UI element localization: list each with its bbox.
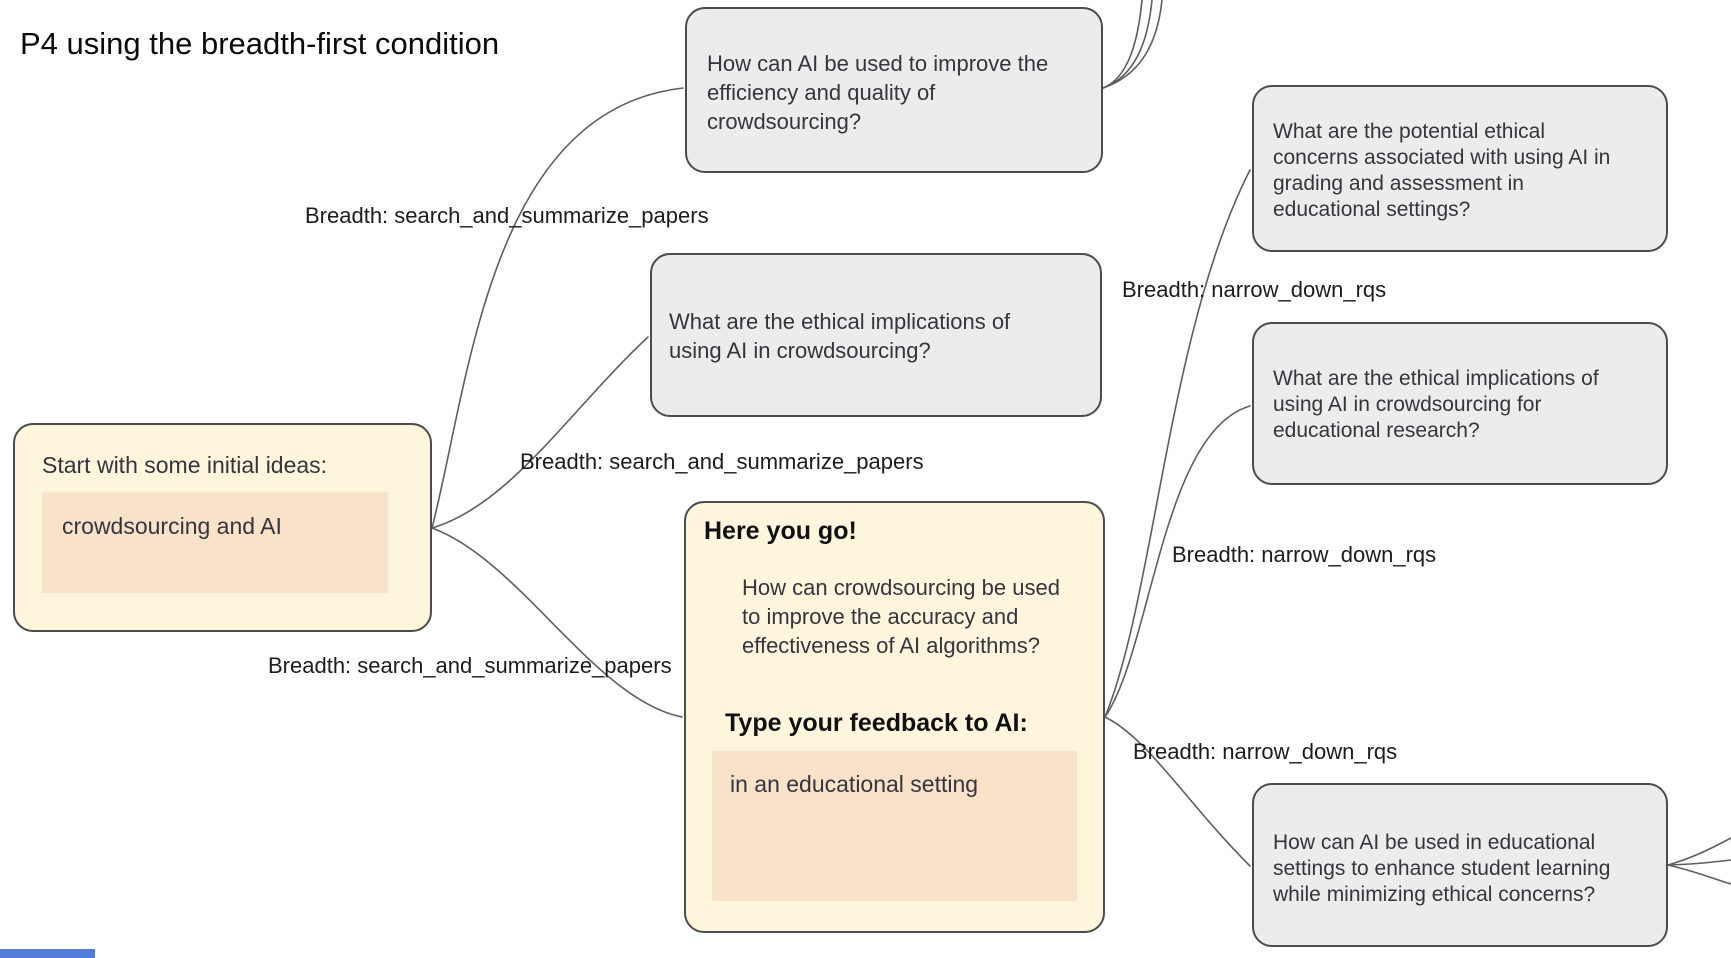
edge-rq-student-learning-offscreen-3: [1667, 864, 1731, 885]
question-node-student-learning[interactable]: How can AI be used in educational settin…: [1252, 783, 1668, 947]
edge-rq-efficiency-offscreen-3: [1102, 0, 1163, 89]
start-node[interactable]: Start with some initial ideas: crowdsour…: [13, 423, 432, 632]
question-node-efficiency[interactable]: How can AI be used to improve the effici…: [685, 7, 1103, 173]
edge-label-breadth-search-3: Breadth: search_and_summarize_papers: [268, 653, 672, 678]
question-node-grading[interactable]: What are the potential ethical concerns …: [1252, 85, 1668, 252]
edge-start-to-rq-efficiency: [431, 87, 684, 529]
question-node-grading-text: What are the potential ethical concerns …: [1273, 120, 1611, 221]
question-node-efficiency-text: How can AI be used to improve the effici…: [707, 51, 1049, 134]
question-node-ethics-text: What are the ethical implications of usi…: [669, 309, 1011, 363]
edge-label-breadth-search-1: Breadth: search_and_summarize_papers: [305, 203, 709, 228]
edge-rq-efficiency-offscreen-1: [1102, 0, 1143, 89]
feedback-node-question: How can crowdsourcing be used to improve…: [742, 575, 1060, 658]
edge-rq-student-learning-offscreen-1: [1667, 837, 1731, 866]
feedback-input-value: in an educational setting: [730, 771, 979, 797]
edge-feedback-to-rq-grading: [1104, 169, 1251, 718]
question-node-edu-research-text: What are the ethical implications of usi…: [1273, 367, 1599, 442]
edge-label-breadth-search-2: Breadth: search_and_summarize_papers: [520, 449, 924, 474]
page-title: P4 using the breadth-first condition: [20, 26, 500, 61]
initial-ideas-value: crowdsourcing and AI: [62, 513, 282, 539]
edge-label-breadth-narrow-1: Breadth: narrow_down_rqs: [1122, 277, 1387, 302]
question-node-ethics[interactable]: What are the ethical implications of usi…: [650, 253, 1102, 417]
edge-rq-student-learning-offscreen-2: [1667, 859, 1731, 866]
initial-ideas-input[interactable]: crowdsourcing and AI: [42, 492, 388, 593]
feedback-input[interactable]: in an educational setting: [712, 751, 1077, 901]
edge-feedback-to-rq-student-learning: [1104, 716, 1251, 867]
question-node-edu-research[interactable]: What are the ethical implications of usi…: [1252, 322, 1668, 485]
edge-start-to-rq-ethics: [431, 336, 649, 529]
edge-label-breadth-narrow-2: Breadth: narrow_down_rqs: [1172, 542, 1437, 567]
start-node-label: Start with some initial ideas:: [42, 452, 328, 478]
edge-feedback-to-rq-edu-research: [1104, 405, 1251, 718]
question-node-student-learning-text: How can AI be used in educational settin…: [1273, 831, 1611, 906]
horizontal-scrollbar-thumb[interactable]: [0, 949, 95, 958]
feedback-prompt-label: Type your feedback to AI:: [725, 709, 1028, 737]
edge-label-breadth-narrow-3: Breadth: narrow_down_rqs: [1133, 739, 1398, 764]
feedback-node[interactable]: Here you go! How can crowdsourcing be us…: [684, 501, 1105, 933]
feedback-node-heading: Here you go!: [704, 517, 857, 545]
edge-start-to-feedback: [431, 527, 683, 718]
